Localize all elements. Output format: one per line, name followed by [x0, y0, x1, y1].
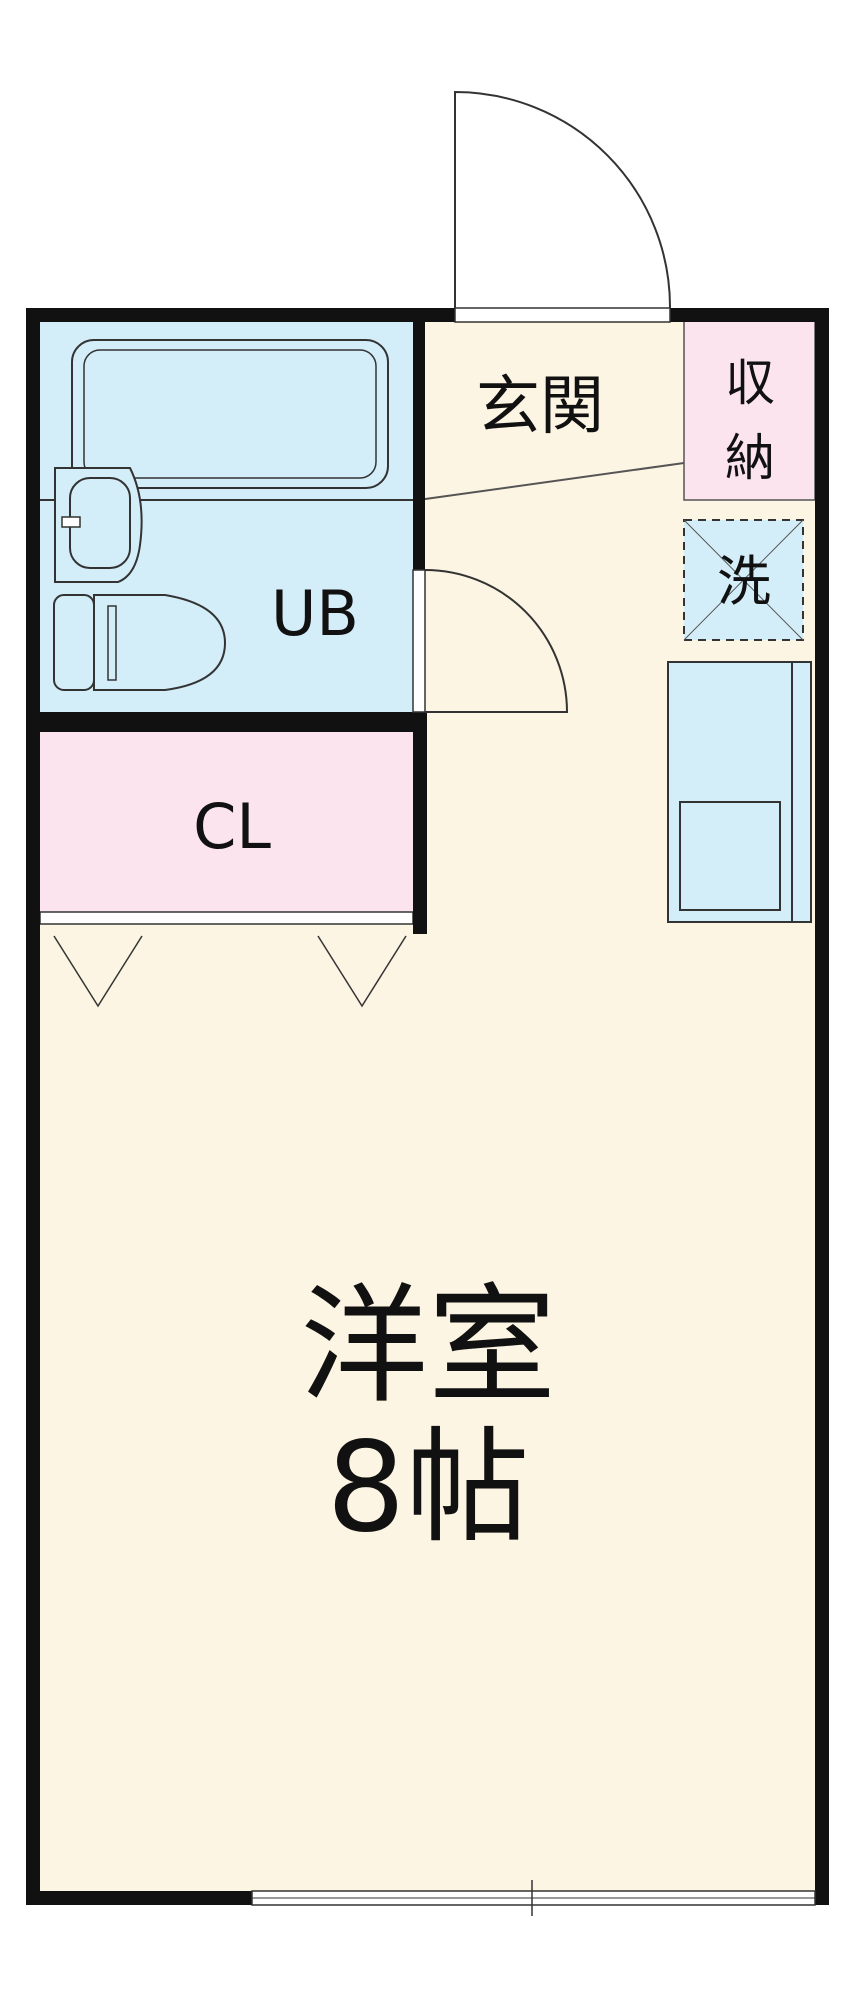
- washer-label: 洗: [717, 550, 771, 613]
- western-room-label-line2: 8帖: [327, 1416, 530, 1560]
- wall-left: [26, 308, 40, 1905]
- storage-area: [683, 319, 816, 501]
- faucet: [61, 516, 81, 528]
- closet-area: [40, 732, 413, 912]
- closet-door-right: [317, 935, 407, 1008]
- closet-door-left: [53, 935, 143, 1008]
- closet-label: CL: [193, 790, 271, 863]
- genkan-label: 玄関: [476, 370, 604, 444]
- storage-label-line1: 収: [725, 354, 775, 412]
- bath-door-opening: [412, 569, 426, 713]
- wall-top-right: [670, 308, 829, 322]
- kitchen-sink: [679, 801, 781, 911]
- wall-bath-right-upper: [413, 320, 425, 570]
- western-room-label-line1: 洋室: [300, 1272, 556, 1421]
- entrance-door-swing: [454, 90, 672, 309]
- entrance-door-opening: [454, 307, 671, 323]
- toilet-seat-hinge: [107, 605, 117, 681]
- wash-basin: [54, 467, 143, 583]
- wall-top-left: [26, 308, 455, 322]
- bathtub-inner: [83, 349, 377, 479]
- genkan-boundary-line: [417, 462, 685, 501]
- washer-diagonal-2: [683, 519, 804, 641]
- bath-door-swing: [424, 569, 569, 713]
- toilet-bowl: [93, 594, 227, 691]
- bath-label: UB: [271, 577, 359, 650]
- wall-closet-bottom: [413, 712, 427, 934]
- washer-dashed-outline: [683, 519, 804, 641]
- wall-bath-closet: [26, 712, 427, 732]
- bathtub: [71, 339, 389, 489]
- wall-right: [815, 308, 829, 1905]
- closet-rail: [39, 911, 414, 925]
- toilet-tank: [53, 594, 95, 691]
- storage-label-line2: 納: [725, 429, 775, 487]
